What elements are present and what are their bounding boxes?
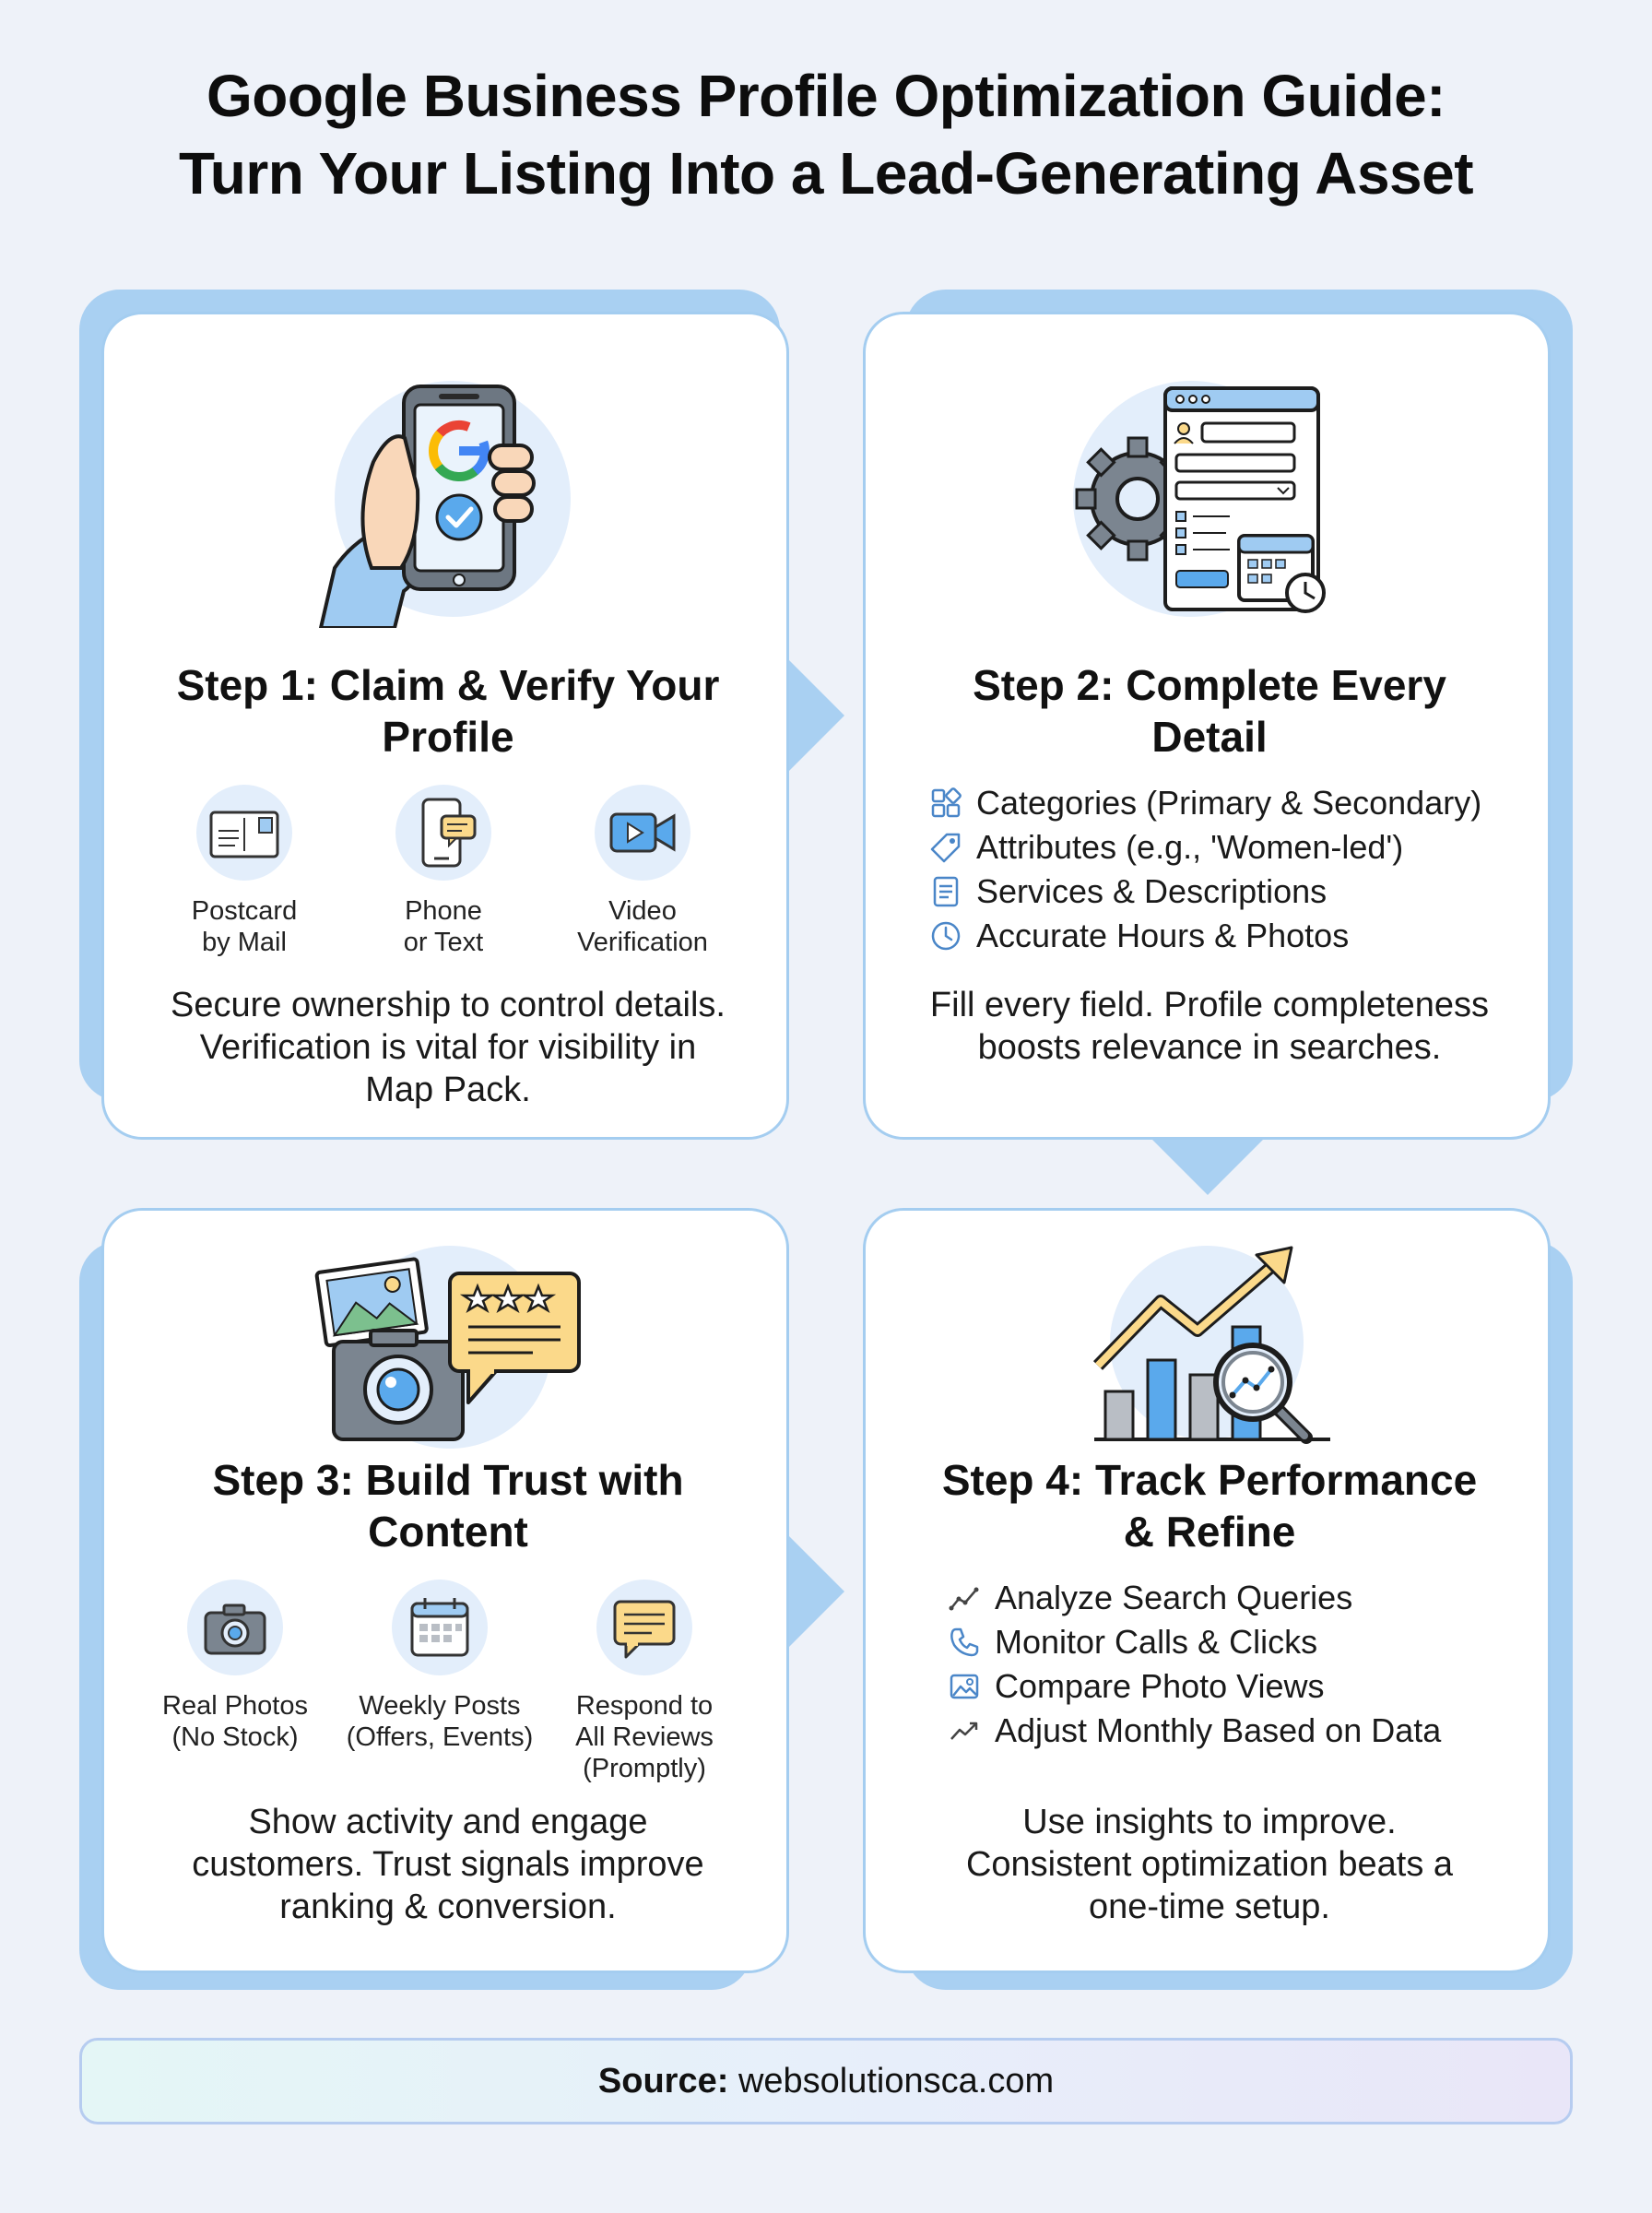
step-1-description: Secure ownership to control details. Ver… — [123, 984, 773, 1111]
analytics-icon — [949, 1587, 979, 1611]
step-3-desc-line-2: customers. Trust signals improve — [192, 1845, 704, 1884]
step-4-checklist: Analyze Search Queries Monitor Calls & C… — [949, 1576, 1441, 1753]
list-item: Categories (Primary & Secondary) — [930, 781, 1481, 825]
step-4-title-line-2: & Refine — [1123, 1508, 1296, 1556]
phone-verify-illustration — [318, 381, 571, 628]
step-4-card: Step 4: Track Performance & Refine Analy… — [841, 1186, 1587, 2034]
step-2-title-line-2: Detail — [1151, 713, 1268, 761]
list-item-label: Services & Descriptions — [976, 872, 1328, 910]
method-real-photos-line-1: Real Photos — [162, 1691, 308, 1721]
photo-review-illustration — [314, 1246, 581, 1449]
method-video-line-2: Verification — [577, 928, 708, 957]
source-value: websolutionsca.com — [738, 2062, 1055, 2101]
method-phone-line-1: Phone — [405, 896, 482, 926]
step-1-desc-line-1: Secure ownership to control details. — [171, 986, 726, 1024]
list-item: Attributes (e.g., 'Women-led') — [930, 825, 1481, 870]
calendar-icon — [410, 1598, 469, 1657]
image-icon — [950, 1674, 979, 1699]
list-item: Analyze Search Queries — [949, 1576, 1441, 1620]
list-item-label: Monitor Calls & Clicks — [995, 1623, 1318, 1661]
page-title-line-2: Turn Your Listing Into a Lead-Generating… — [178, 140, 1474, 207]
step-1-desc-line-3: Map Pack. — [365, 1071, 531, 1109]
postcard-icon — [209, 811, 279, 858]
step-4-desc-line-3: one-time setup. — [1089, 1888, 1330, 1926]
profile-form-settings-illustration — [1073, 381, 1326, 617]
method-video-line-1: Video — [608, 896, 677, 926]
page-title: Google Business Profile Optimization Gui… — [0, 57, 1652, 212]
chat-bubble-icon — [613, 1600, 676, 1659]
method-video: Video Verification — [541, 785, 744, 958]
arrow-down-icon — [1152, 1140, 1263, 1195]
method-weekly-posts-line-2: (Offers, Events) — [346, 1722, 534, 1752]
step-4-desc-line-1: Use insights to improve. — [1022, 1803, 1397, 1841]
categories-icon — [931, 787, 962, 818]
list-item-label: Compare Photo Views — [995, 1667, 1325, 1705]
step-2-desc-line-1: Fill every field. Profile completeness — [929, 986, 1490, 1024]
method-real-photos: Real Photos (No Stock) — [134, 1580, 336, 1753]
list-item-label: Analyze Search Queries — [995, 1579, 1353, 1616]
step-4-title-line-1: Step 4: Track Performance — [941, 1456, 1478, 1504]
method-real-photos-line-2: (No Stock) — [171, 1722, 299, 1752]
step-2-title-line-1: Step 2: Complete Every — [973, 661, 1446, 709]
list-item: Compare Photo Views — [949, 1664, 1441, 1709]
method-postcard-line-2: by Mail — [202, 928, 287, 957]
method-respond-line-2: All Reviews — [575, 1722, 714, 1752]
method-respond-line-1: Respond to — [575, 1691, 714, 1721]
tag-icon — [930, 833, 961, 863]
step-1-title-line-2: Profile — [382, 713, 514, 761]
list-item: Monitor Calls & Clicks — [949, 1620, 1441, 1664]
step-4-card-body: Step 4: Track Performance & Refine Analy… — [863, 1208, 1551, 1973]
step-3-title-line-1: Step 3: Build Trust with — [212, 1456, 684, 1504]
list-item-label: Adjust Monthly Based on Data — [995, 1711, 1442, 1749]
list-item-label: Attributes (e.g., 'Women-led') — [976, 828, 1404, 866]
step-1-title-line-1: Step 1: Claim & Verify Your — [176, 661, 720, 709]
step-3-title-line-2: Content — [368, 1508, 528, 1556]
source-label: Source: — [597, 2062, 729, 2101]
method-phone: Phone or Text — [342, 785, 545, 958]
arrow-right-icon — [789, 1536, 844, 1647]
list-item: Services & Descriptions — [930, 870, 1481, 914]
step-4-title: Step 4: Track Performance & Refine — [884, 1454, 1535, 1557]
method-postcard-line-1: Postcard — [191, 896, 298, 926]
camera-icon — [204, 1604, 266, 1655]
method-respond-reviews: Respond to All Reviews (Promptly) — [543, 1580, 746, 1784]
step-1-desc-line-2: Verification is vital for visibility in — [199, 1028, 697, 1067]
step-2-title: Step 2: Complete Every Detail — [884, 659, 1535, 763]
phone-icon — [950, 1627, 979, 1657]
step-2-checklist: Categories (Primary & Secondary) Attribu… — [930, 781, 1481, 958]
list-item-label: Categories (Primary & Secondary) — [976, 784, 1482, 822]
growth-chart-magnifier-illustration — [1092, 1246, 1330, 1444]
step-3-desc-line-1: Show activity and engage — [248, 1803, 648, 1841]
source-footer: Source: websolutionsca.com — [79, 2038, 1573, 2124]
list-item: Accurate Hours & Photos — [930, 914, 1481, 958]
method-weekly-posts-line-1: Weekly Posts — [359, 1691, 521, 1721]
step-3-title: Step 3: Build Trust with Content — [123, 1454, 773, 1557]
step-3-description: Show activity and engage customers. Trus… — [123, 1801, 773, 1928]
step-1-card: Step 1: Claim & Verify Your Profile Post… — [79, 290, 844, 1140]
step-3-desc-line-3: ranking & conversion. — [279, 1888, 617, 1926]
clock-icon — [931, 921, 961, 951]
step-3-card-body: Step 3: Build Trust with Content Real Ph… — [101, 1208, 789, 1973]
video-camera-icon — [609, 812, 676, 853]
list-item-label: Accurate Hours & Photos — [976, 917, 1350, 954]
step-2-desc-line-2: boosts relevance in searches. — [977, 1028, 1442, 1067]
method-phone-line-2: or Text — [403, 928, 484, 957]
step-2-description: Fill every field. Profile completeness b… — [884, 984, 1535, 1069]
trend-icon — [950, 1722, 978, 1740]
step-1-title: Step 1: Claim & Verify Your Profile — [123, 659, 773, 763]
step-2-card-body: Step 2: Complete Every Detail Categories… — [863, 312, 1551, 1140]
page-title-line-1: Google Business Profile Optimization Gui… — [206, 63, 1446, 129]
phone-message-icon — [421, 798, 477, 868]
step-4-desc-line-2: Consistent optimization beats a — [965, 1845, 1454, 1884]
method-respond-line-3: (Promptly) — [583, 1754, 706, 1783]
arrow-right-icon — [789, 660, 844, 771]
step-1-card-body: Step 1: Claim & Verify Your Profile Post… — [101, 312, 789, 1140]
list-item: Adjust Monthly Based on Data — [949, 1709, 1441, 1753]
method-weekly-posts: Weekly Posts (Offers, Events) — [338, 1580, 541, 1753]
step-2-card: Step 2: Complete Every Detail Categories… — [841, 290, 1587, 1195]
method-postcard: Postcard by Mail — [143, 785, 346, 958]
step-3-card: Step 3: Build Trust with Content Real Ph… — [79, 1186, 844, 2034]
step-4-description: Use insights to improve. Consistent opti… — [884, 1801, 1535, 1928]
document-icon — [933, 876, 959, 907]
